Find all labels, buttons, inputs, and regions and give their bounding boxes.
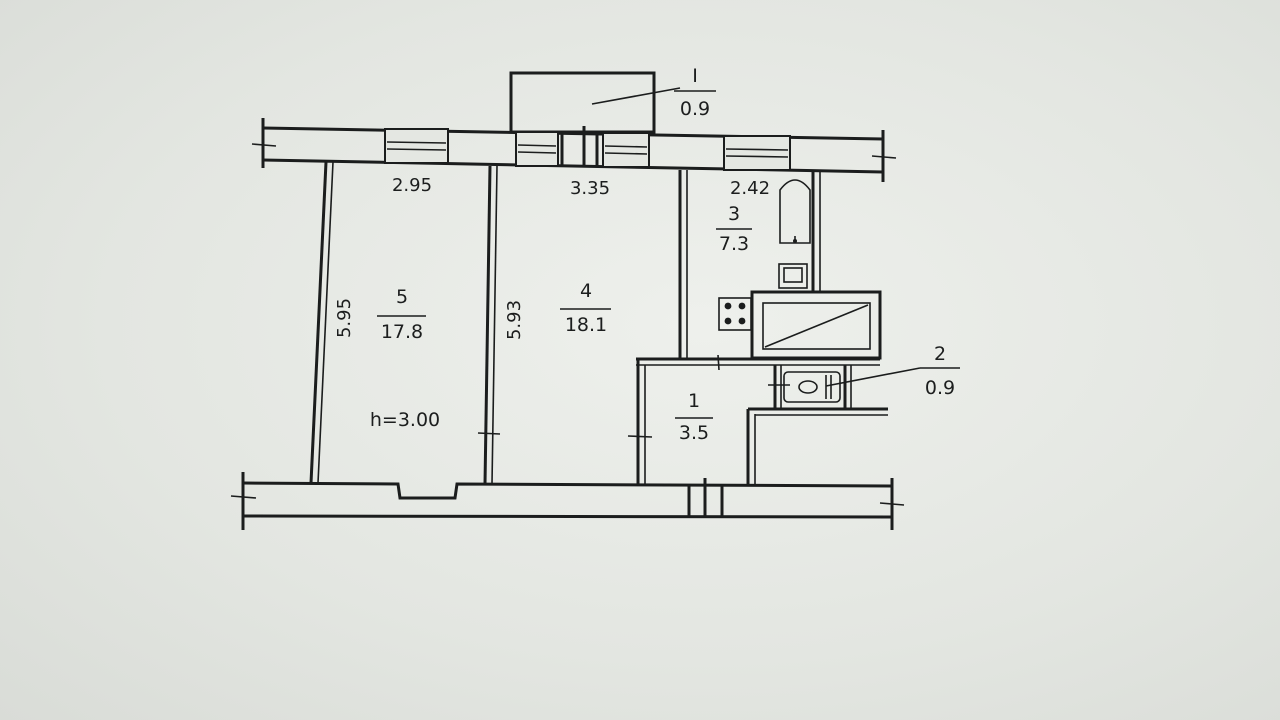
room5-number: 5 [396,286,408,308]
window-kitchen [723,135,791,171]
sink-icon [778,263,808,289]
room1-number: 1 [688,390,700,412]
partition-wc [717,354,852,409]
room5-area: 17.8 [381,321,423,343]
ceiling-height: h=3.00 [370,409,440,431]
room5-length-dim: 5.95 [334,298,355,338]
room4-number: 4 [580,280,592,302]
partition-hall-left [627,359,653,484]
entrance-door [687,478,724,518]
room3-area: 7.3 [719,233,749,255]
balcony-number: I [692,65,698,87]
partition-room4-kitchen [678,170,688,360]
window-room5 [384,128,449,164]
room3-number: 3 [728,203,740,225]
window-room4-left [515,131,559,167]
leader-wc [825,367,921,387]
toilet-icon [783,371,841,403]
balcony [509,71,681,134]
room2-number: 2 [934,343,946,365]
partition-kitchen-bottom [636,357,880,366]
balcony-area: 0.9 [680,98,710,120]
exterior-wall-bottom [230,472,905,530]
kitchen-counter [750,290,882,360]
partition-room5-room4 [477,165,501,485]
room4-width-dim: 3.35 [570,178,610,199]
room4-area: 18.1 [565,314,607,336]
bathtub [779,179,811,244]
exterior-wall-top [251,118,897,182]
window-room4-right [602,132,650,168]
stove-icon [718,297,752,331]
room4-length-dim: 5.93 [504,300,525,340]
room3-width-dim: 2.42 [730,178,770,199]
room1-area: 3.5 [679,422,709,444]
balcony-door [560,126,599,167]
partition-hall-right [746,407,888,484]
partition-room5-left [309,161,334,484]
partition-kitchen-right [811,172,821,292]
room2-area: 0.9 [925,377,955,399]
room5-width-dim: 2.95 [392,175,432,196]
